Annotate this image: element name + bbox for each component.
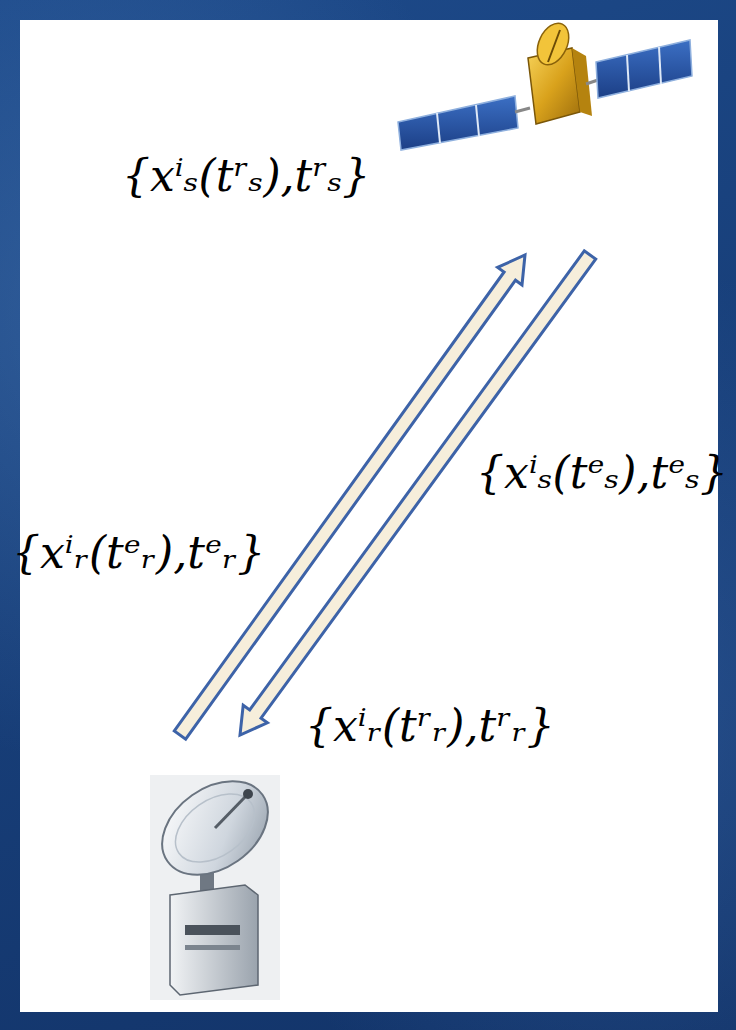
state-vector-label: {xⁱᵣ(tᵉᵣ),tᵉᵣ} [12,527,265,580]
ground-station-node: {xⁱᵣ(tᵉᵣ),tᵉᵣ}{xⁱᵣ(tʳᵣ),tʳᵣ} [140,735,300,1005]
signal-arrow [174,255,525,739]
state-vector-label: {xⁱᵣ(tʳᵣ),tʳᵣ} [305,700,555,753]
satellite-node: {xⁱₛ(tʳₛ),tʳₛ}{xⁱₛ(tᵉₛ),tᵉₛ} [395,28,695,255]
state-vector-label: {xⁱₛ(tʳₛ),tʳₛ} [122,150,370,203]
state-vector-label: {xⁱₛ(tᵉₛ),tᵉₛ} [476,447,728,500]
